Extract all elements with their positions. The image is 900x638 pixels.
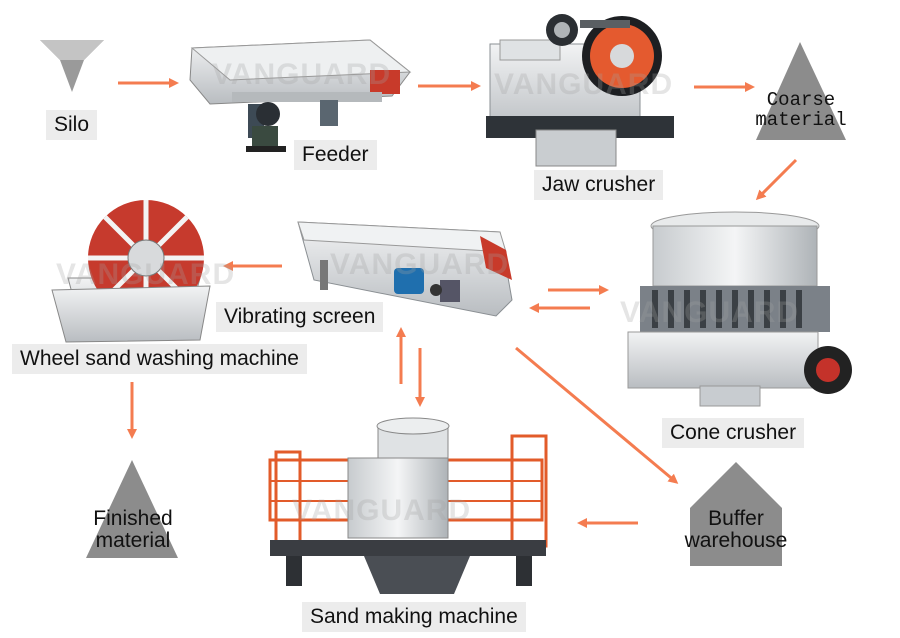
buffer-warehouse-label: Buffer warehouse (684, 507, 788, 552)
coarse-material-triangle-icon (756, 42, 846, 140)
feeder-machine-icon (189, 39, 412, 152)
flow-arrows (118, 78, 798, 528)
feeder-label: Feeder (294, 140, 377, 170)
finished-material-label: Finished material (93, 507, 173, 552)
brand-watermark: VANGUARD (212, 58, 392, 91)
silo-label: Silo (46, 110, 98, 140)
brand-watermark: VANGUARD (330, 248, 510, 281)
wheel-sand-washing-label: Wheel sand washing machine (12, 344, 307, 374)
finished-material-triangle-icon (86, 460, 178, 558)
jaw-crusher-icon (486, 14, 674, 167)
cone-crusher-label: Cone crusher (662, 418, 805, 448)
wheel-sand-washing-icon (51, 200, 211, 343)
brand-watermark: VANGUARD (620, 296, 800, 329)
sand-making-machine-icon (268, 417, 548, 594)
jaw-crusher-label: Jaw crusher (534, 170, 664, 200)
arrow-screen-to-buffer (515, 346, 679, 484)
vibrating-screen-label: Vibrating screen (216, 302, 384, 332)
sand-making-machine-label: Sand making machine (302, 602, 526, 632)
vibrating-screen-icon (297, 221, 513, 317)
brand-watermark: VANGUARD (494, 68, 674, 101)
silo-icon (40, 40, 104, 92)
coarse-material-label: Coarse material (755, 89, 847, 131)
buffer-warehouse-icon (690, 462, 782, 566)
cone-crusher-icon (627, 211, 852, 407)
brand-watermark: VANGUARD (292, 494, 472, 527)
brand-watermark: VANGUARD (56, 258, 236, 291)
arrow-coarse-to-cone (755, 158, 798, 201)
